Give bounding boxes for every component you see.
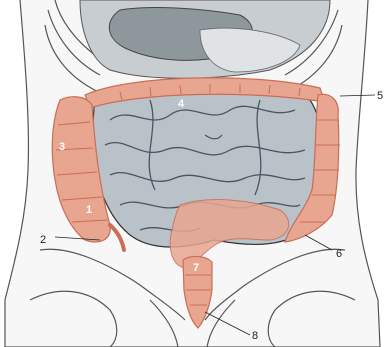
label-7: 7: [193, 262, 199, 274]
label-5: 5: [377, 90, 383, 102]
label-8: 8: [252, 330, 258, 342]
label-2: 2: [40, 234, 46, 246]
label-6: 6: [336, 248, 342, 260]
label-3: 3: [59, 141, 65, 153]
label-4: 4: [178, 98, 185, 110]
label-1: 1: [86, 204, 92, 216]
